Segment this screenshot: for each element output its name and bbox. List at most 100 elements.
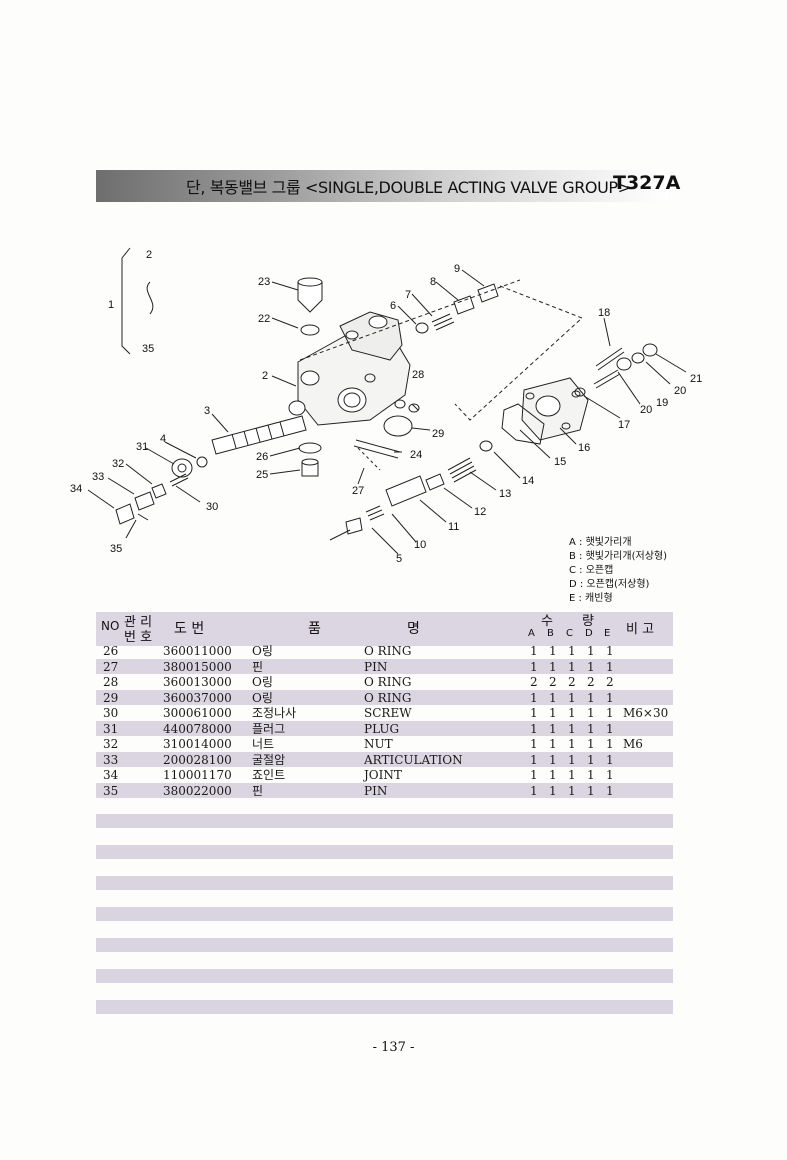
- header-qty-a: A: [528, 628, 535, 639]
- empty-row: [96, 814, 673, 828]
- svg-text:29: 29: [432, 428, 444, 440]
- svg-text:5: 5: [396, 553, 402, 565]
- model-legend: A : 햇빛가리개 B : 햇빛가리개(저상형) C : 오픈캡 D : 오픈캡…: [569, 536, 667, 606]
- legend-d: D : 오픈캡(저상형): [569, 579, 650, 590]
- empty-row: [96, 1000, 673, 1014]
- body-bore: [337, 387, 367, 413]
- assembly-squiggle: [146, 281, 154, 315]
- svg-text:16: 16: [578, 442, 590, 454]
- spring-10: [365, 505, 385, 521]
- empty-row: [96, 938, 673, 952]
- legend-a: A : 햇빛가리개: [569, 537, 632, 548]
- svg-text:10: 10: [414, 539, 426, 551]
- header-remark: 비 고: [626, 622, 655, 637]
- ring-29: [383, 415, 413, 437]
- washer-20: [631, 352, 645, 364]
- header-qty-e: E: [604, 628, 611, 639]
- dashed-guide: [454, 285, 583, 421]
- nut-32: [151, 483, 167, 499]
- svg-text:31: 31: [136, 441, 148, 453]
- svg-text:35: 35: [110, 543, 122, 555]
- svg-text:32: 32: [112, 458, 124, 470]
- title-banner: [96, 170, 668, 202]
- svg-text:4: 4: [160, 433, 166, 445]
- svg-text:9: 9: [454, 263, 460, 275]
- screw-30: [169, 473, 189, 487]
- table-row: 32 310014000 너트 NUT 1 1 1 1 1 M6: [103, 737, 643, 751]
- svg-text:28: 28: [412, 369, 424, 381]
- svg-text:20: 20: [640, 404, 652, 416]
- assembly-bracket: [121, 247, 131, 355]
- ring-28b: [408, 403, 420, 413]
- header-qty-top-right: 량: [582, 614, 594, 629]
- spring-13: [447, 457, 477, 483]
- svg-text:8: 8: [430, 276, 436, 288]
- header-mgmt-bottom: 번 호: [124, 630, 153, 645]
- svg-text:30: 30: [206, 501, 218, 513]
- plug-8: [477, 283, 499, 303]
- svg-text:25: 25: [256, 469, 268, 481]
- plug-31: [171, 458, 193, 478]
- header-name-right: 명: [407, 621, 420, 637]
- header-drawing-no: 도 번: [174, 621, 205, 637]
- cap-nut-21: [642, 343, 658, 357]
- header-qty-b: B: [547, 628, 554, 639]
- stem-11: [385, 475, 427, 507]
- table-row: 34 110001170 죠인트 JOINT 1 1 1 1 1: [103, 768, 614, 782]
- exploded-parts-diagram: 2 1 35 23 22 2 3 4 31 32 33 34 30 35 26 …: [70, 247, 702, 565]
- body-port-1: [300, 370, 320, 386]
- svg-text:23: 23: [258, 276, 270, 288]
- nut-19: [616, 357, 632, 371]
- header-qty-d: D: [585, 628, 593, 639]
- table-row: 29 360037000 O링 O RING 1 1 1 1 1: [96, 689, 673, 705]
- svg-text:27: 27: [352, 485, 364, 497]
- articulation-33: [134, 491, 155, 511]
- page-number: - 137 -: [372, 1040, 415, 1055]
- svg-text:26: 26: [256, 451, 268, 463]
- plug-9: [345, 517, 363, 535]
- empty-row: [96, 969, 673, 983]
- spring-6: [431, 313, 455, 331]
- parts-table-body: 26 360011000 O링 O RING 1 1 1 1 1 27 3800…: [96, 643, 673, 798]
- ring-22: [300, 324, 320, 336]
- svg-text:34: 34: [70, 483, 82, 495]
- svg-text:20: 20: [674, 385, 686, 397]
- svg-text:7: 7: [405, 289, 411, 301]
- body-port-2: [288, 400, 306, 416]
- table-row: 27 380015000 핀 PIN 1 1 1 1 1: [96, 658, 673, 674]
- table-row: 35 380022000 핀 PIN 1 1 1 1 1: [96, 782, 673, 798]
- seat-7: [453, 295, 475, 315]
- svg-text:35: 35: [142, 343, 154, 355]
- bolt-18: [593, 369, 621, 389]
- table-row: 28 360013000 O링 O RING 2 2 2 2 2: [103, 675, 614, 689]
- header-name-left: 품: [308, 621, 321, 637]
- svg-text:18: 18: [598, 307, 610, 319]
- bolt-17: [595, 347, 625, 371]
- top-port: [368, 315, 388, 329]
- spool: [211, 415, 307, 455]
- pin-24: [353, 439, 401, 459]
- part-14: [479, 440, 493, 452]
- svg-text:1: 1: [108, 299, 114, 311]
- ring-26: [298, 442, 322, 454]
- ring-5: [415, 322, 429, 334]
- table-row: 33 200028100 굴절암 ARTICULATION 1 1 1 1 1: [96, 751, 673, 767]
- empty-row: [96, 907, 673, 921]
- joint-34: [115, 503, 135, 525]
- svg-text:12: 12: [474, 506, 486, 518]
- svg-text:21: 21: [690, 373, 702, 385]
- svg-text:19: 19: [656, 397, 668, 409]
- svg-text:13: 13: [499, 488, 511, 500]
- empty-row: [96, 845, 673, 859]
- washer-20b: [574, 387, 586, 397]
- gasket-15: [501, 403, 545, 445]
- diagram-callouts: 2 1 35 23 22 2 3 4 31 32 33 34 30 35 26 …: [70, 249, 702, 565]
- parts-table-header: [96, 612, 673, 646]
- header-no: NO: [101, 619, 120, 633]
- legend-e: E : 캐빈형: [569, 593, 613, 604]
- table-row: 30 300061000 조정나사 SCREW 1 1 1 1 1 M6×30: [103, 706, 669, 720]
- svg-text:11: 11: [448, 521, 459, 533]
- table-row: 31 440078000 플러그 PLUG 1 1 1 1 1: [96, 720, 673, 736]
- table-row: 26 360011000 O링 O RING 1 1 1 1 1: [103, 644, 614, 658]
- svg-text:14: 14: [522, 475, 534, 487]
